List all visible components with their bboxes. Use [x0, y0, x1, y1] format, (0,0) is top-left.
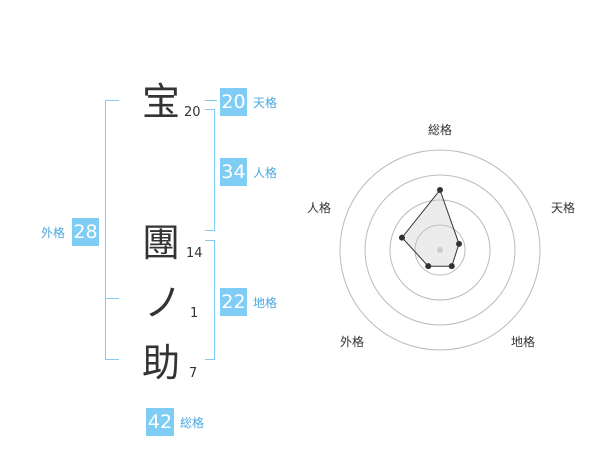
radar-label-soukaku: 総格 — [428, 123, 453, 137]
radar-label-jinkaku: 人格 — [307, 201, 332, 215]
radar-ring — [364, 174, 516, 326]
gaikaku-bracket — [105, 100, 119, 360]
radar-label-chikaku: 地格 — [511, 335, 536, 349]
name-char-1: 宝 — [142, 80, 181, 124]
gaikaku-value: 28 — [72, 218, 99, 246]
soukaku-value: 42 — [146, 408, 174, 436]
soukaku-label: 総格 — [180, 416, 205, 430]
name-char-3: ノ — [144, 281, 183, 325]
stroke-count-4: 7 — [189, 366, 198, 381]
radar-point — [437, 187, 443, 193]
stroke-count-1: 20 — [184, 105, 201, 120]
jinkaku-value: 34 — [220, 158, 247, 186]
radar-ring — [389, 199, 491, 301]
chikaku-value: 22 — [220, 288, 247, 316]
radar-label-gaikaku: 外格 — [340, 335, 365, 349]
gaikaku-label: 外格 — [41, 226, 66, 240]
radar-polygon — [401, 188, 460, 267]
radar-rings — [339, 149, 541, 351]
name-char-2: 團 — [142, 221, 181, 265]
jinkaku-bracket — [205, 109, 215, 231]
tenkaku-label: 天格 — [253, 96, 278, 110]
chikaku-bracket — [205, 240, 215, 360]
chikaku-label: 地格 — [253, 296, 278, 310]
radar-label-tenkaku: 天格 — [551, 201, 576, 215]
jinkaku-label: 人格 — [253, 166, 278, 180]
gaikaku-bracket-tick — [105, 298, 119, 299]
radar-ring — [339, 149, 541, 351]
stroke-count-2: 14 — [186, 246, 203, 261]
radar-point — [448, 263, 455, 270]
radar-point — [456, 240, 463, 247]
tenkaku-value: 20 — [220, 88, 247, 116]
stroke-count-3: 1 — [190, 306, 199, 321]
radar-point — [398, 234, 405, 241]
tenkaku-bracket — [205, 100, 217, 101]
name-char-4: 助 — [142, 341, 181, 385]
radar-point — [425, 263, 432, 270]
radar-ring — [414, 224, 466, 276]
radar-center-dot — [437, 247, 443, 253]
radar-chart — [339, 149, 541, 351]
radar-points — [398, 187, 463, 270]
